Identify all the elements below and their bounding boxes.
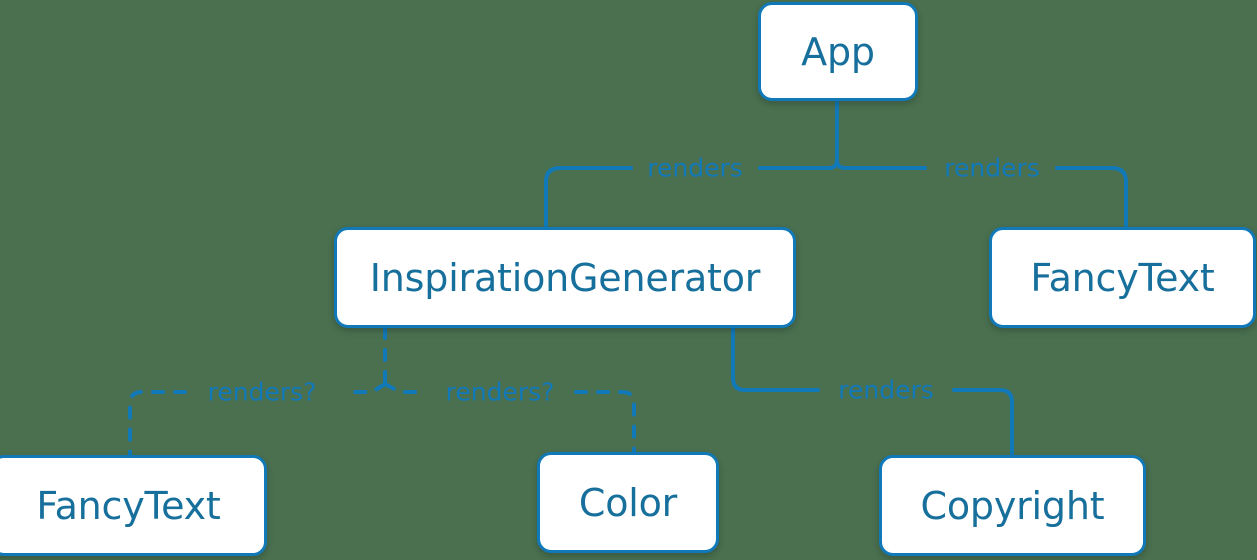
edge-inspiration-to-copyright (731, 326, 820, 392)
edge-label-inspiration-to-fancytext: renders? (207, 377, 317, 407)
edge-inspiration-to-color (383, 382, 426, 394)
node-color[interactable]: Color (537, 452, 719, 553)
node-fancytext-right[interactable]: FancyText (989, 227, 1256, 328)
edge-inspiration-to-fancytext (343, 382, 387, 394)
edge-label-app-to-fancytext: renders (944, 153, 1040, 183)
node-copyright-label: Copyright (920, 483, 1105, 528)
edge-label-inspiration-to-copyright: renders (838, 375, 934, 405)
edge-inspiration-to-copyright-arm (952, 388, 1014, 457)
edge-inspiration-to-fancytext-arm (128, 390, 187, 457)
node-app[interactable]: App (758, 2, 918, 101)
node-fancytext-bottom-label: FancyText (36, 483, 221, 528)
node-color-label: Color (578, 480, 678, 525)
node-inspiration-generator-label: InspirationGenerator (369, 255, 761, 300)
node-fancytext-bottom[interactable]: FancyText (0, 455, 267, 556)
edge-app-to-fancytext (1055, 166, 1128, 229)
edge-app-trunk (758, 99, 839, 170)
edge-app-trunk-right (835, 99, 927, 170)
edge-inspiration-to-color-arm (574, 390, 636, 454)
edge-label-app-to-inspiration: renders (647, 153, 743, 183)
node-inspiration-generator[interactable]: InspirationGenerator (334, 227, 796, 328)
node-fancytext-right-label: FancyText (1030, 255, 1215, 300)
edge-app-to-inspiration (544, 166, 633, 229)
node-copyright[interactable]: Copyright (879, 455, 1146, 556)
node-app-label: App (801, 29, 875, 74)
edge-label-inspiration-to-color: renders? (445, 377, 555, 407)
